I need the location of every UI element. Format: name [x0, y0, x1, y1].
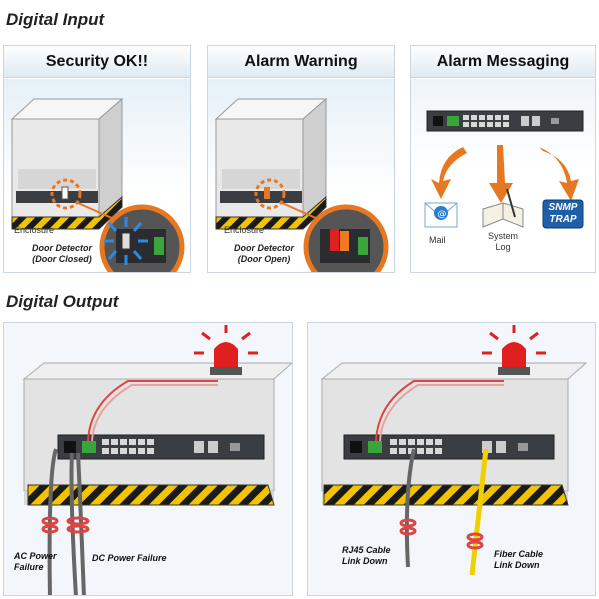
network-switch-icon	[220, 191, 302, 203]
digital-output-title: Digital Output	[6, 292, 119, 311]
enclosure-label: Enclosure	[224, 225, 265, 235]
alarm-messaging-panel: Alarm Messaging	[410, 45, 596, 273]
enclosure-closed-illustration	[10, 97, 185, 272]
rj45-link-down-label: RJ45 Cable Link Down	[342, 545, 391, 566]
output-power-panel: AC Power Failure DC Power Failure	[3, 322, 293, 596]
digital-input-title: Digital Input	[6, 10, 105, 29]
mail-icon: @	[424, 202, 458, 228]
snmp-trap-label: SNMP TRAP	[548, 202, 578, 225]
arrow-down-icon	[431, 145, 579, 203]
network-switch-icon	[16, 191, 98, 203]
enclosure-open-illustration	[214, 97, 389, 272]
door-detector-label: Door Detector (Door Closed)	[31, 243, 92, 264]
link-down-illustration	[308, 323, 595, 595]
mail-label: Mail	[429, 235, 446, 245]
dc-power-failure-label: DC Power Failure	[92, 553, 167, 563]
alarm-beacon-icon	[482, 325, 546, 375]
svg-text:@: @	[438, 210, 447, 220]
alarm-messaging-header: Alarm Messaging	[411, 46, 595, 78]
security-ok-header: Security OK!!	[4, 46, 190, 78]
door-detector-label: Door Detector (Door Open)	[233, 243, 294, 264]
snmp-trap-icon	[542, 199, 584, 229]
power-failure-illustration	[4, 323, 292, 595]
alarm-warning-panel: Alarm Warning Enclosure Door De	[207, 45, 395, 273]
system-log-label: System Log	[487, 231, 518, 252]
enclosure-label: Enclosure	[14, 225, 55, 235]
output-link-panel: RJ45 Cable Link Down Fiber Cable Link Do…	[307, 322, 596, 596]
alarm-warning-header: Alarm Warning	[208, 46, 394, 78]
alarm-beacon-icon	[194, 325, 258, 375]
network-switch-icon	[343, 434, 555, 460]
ac-power-failure-label: AC Power Failure	[14, 551, 57, 572]
messaging-illustration: @	[424, 110, 584, 229]
security-ok-panel: Security OK!!	[3, 45, 191, 273]
network-switch-icon	[426, 110, 584, 132]
fiber-link-down-label: Fiber Cable Link Down	[494, 549, 544, 570]
system-log-icon	[482, 188, 524, 228]
